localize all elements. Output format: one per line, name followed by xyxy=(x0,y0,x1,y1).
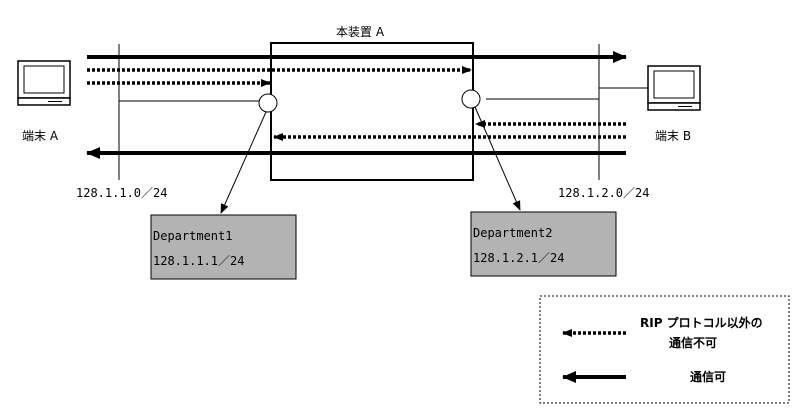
legend-solid-label: 通信可 xyxy=(690,369,726,384)
department1-box xyxy=(150,214,297,280)
terminal-a-label: 端末 A xyxy=(22,129,59,143)
department2-name: Department2 xyxy=(473,226,552,240)
department1-ip: 128.1.1.1／24 xyxy=(153,254,244,268)
interface-1-port xyxy=(258,93,278,113)
terminal-a-computer-icon xyxy=(17,60,71,106)
department2-box xyxy=(470,211,617,277)
device-box xyxy=(270,42,474,181)
interface-1-leader xyxy=(220,111,267,214)
terminal-b-computer-icon xyxy=(647,65,701,111)
department2-ip: 128.1.2.1／24 xyxy=(473,251,564,265)
device-title: 本装置 A xyxy=(336,25,385,39)
legend-dotted-label-line2: 通信不可 xyxy=(669,335,717,350)
network-a-address: 128.1.1.0／24 xyxy=(76,186,167,200)
terminal-b-label: 端末 B xyxy=(655,129,691,143)
interface-2-leader xyxy=(474,106,521,211)
network-b-address: 128.1.2.0／24 xyxy=(558,186,649,200)
legend-box xyxy=(539,295,790,404)
department1-name: Department1 xyxy=(153,229,232,243)
interface-2-port xyxy=(461,89,481,109)
legend-dotted-label-line1: RIP プロトコル以外の xyxy=(640,315,763,330)
